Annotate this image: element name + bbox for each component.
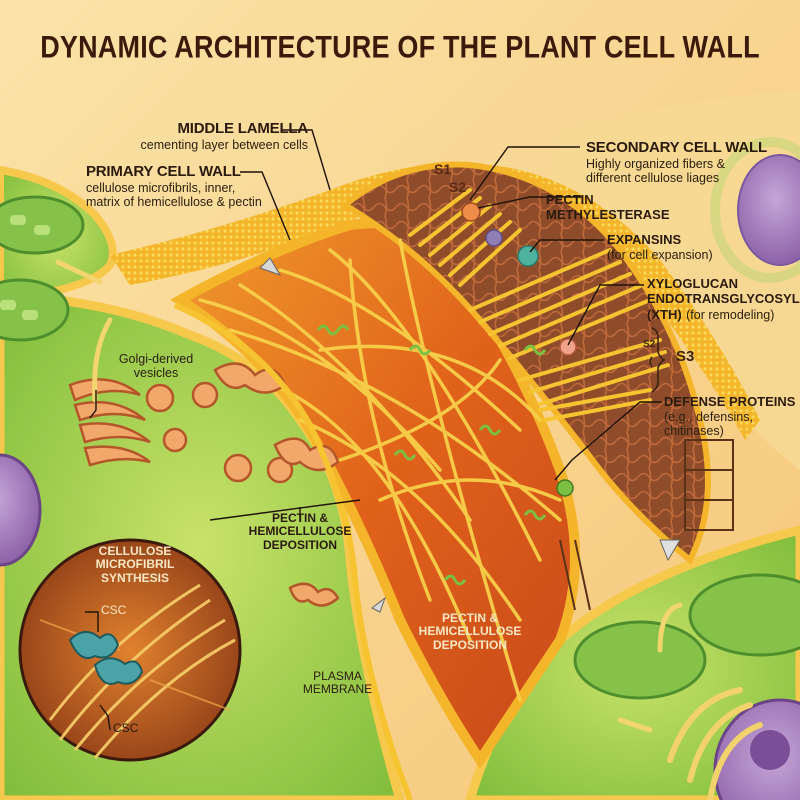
label-s2-top: S2 <box>449 179 467 195</box>
nucleus-left <box>0 453 42 567</box>
scaffold <box>559 439 734 611</box>
golgi-vesicles <box>145 362 340 607</box>
page-title: DYNAMIC ARCHITECTURE OF THE PLANT CELL W… <box>40 29 760 65</box>
deposition-left-line-1: PECTIN & <box>271 511 328 525</box>
label-csc-bottom: CSC <box>113 721 139 735</box>
deposition-center-line-2: HEMICELLULOSE <box>418 624 522 639</box>
plasma-membrane <box>173 302 413 800</box>
expansins-heading: EXPANSINS <box>607 232 682 247</box>
middle-lamella-desc: cementing layer between cells <box>140 137 308 152</box>
hemicellulose-coils <box>316 324 547 586</box>
label-expansins: EXPANSINS (for cell expansion) <box>607 232 713 262</box>
primary-wall-desc-2: matrix of hemicellulose & pectin <box>86 194 262 209</box>
enzymes <box>259 202 681 613</box>
secondary-wall-desc-1: Highly organized fibers & <box>586 156 725 171</box>
secondary-wall-desc-2: different cellulose liages <box>586 170 720 185</box>
label-pectin-methylesterase: PECTIN METHYLESTERASE <box>546 192 670 222</box>
defense-desc-2: chitinases) <box>664 423 724 438</box>
chloroplast-bottom-right <box>573 573 800 700</box>
s3-bracket <box>649 327 666 393</box>
er-membranes-bottom-right <box>667 687 763 800</box>
pme-line-2: METHYLESTERASE <box>546 206 670 222</box>
golgi-apparatus-left <box>68 378 151 467</box>
deposition-left-line-2: HEMICELLULOSE <box>248 524 352 539</box>
label-s2-bracket: S2 <box>643 339 656 350</box>
defense-heading: DEFENSE PROTEINS <box>664 394 796 409</box>
label-s1: S1 <box>434 161 452 177</box>
label-cellulose-synthesis: CELLULOSE MICROFIBRIL SYNTHESIS <box>90 544 180 585</box>
nucleus-top-right <box>710 137 800 283</box>
xth-line-2: ENDOTRANSGLYCOSYLASE <box>647 290 800 306</box>
cellulose-synthesis-line-2: MICROFIBRIL <box>95 557 175 572</box>
defense-desc-1: (e.g., defensins, <box>664 409 753 424</box>
xth-line-1: XYLOGLUCAN <box>647 276 738 291</box>
label-deposition-center: PECTIN & HEMICELLULOSE DEPOSITION <box>410 611 530 652</box>
primary-wall-desc-1: cellulose microfibrils, inner, <box>86 180 236 195</box>
xth-desc: (for remodeling) <box>686 308 775 323</box>
transport-arrows <box>55 259 683 733</box>
cellulose-synthesis-inset <box>18 538 242 762</box>
expansins-desc: (for cell expansion) <box>607 247 713 262</box>
cellulose-synthesis-line-3: SYNTHESIS <box>100 570 169 585</box>
leader-lines <box>85 129 662 731</box>
csc-complex-bottom <box>93 657 144 685</box>
chloroplast-left <box>0 278 70 342</box>
label-csc-top: CSC <box>101 603 127 617</box>
label-middle-lamella: MIDDLE LAMELLA cementing layer between c… <box>141 120 309 152</box>
deposition-center-line-1: PECTIN & <box>441 611 498 625</box>
secondary-wall-heading: SECONDARY CELL WALL <box>586 139 767 156</box>
cellulose-synthesis-line-1: CELLULOSE <box>98 544 172 558</box>
golgi-line-2: vesicles <box>133 366 179 380</box>
golgi-line-1: Golgi-derived <box>118 352 194 366</box>
label-xth: XYLOGLUCAN ENDOTRANSGLYCOSYLASE (XTH) (f… <box>647 276 800 324</box>
primary-wall-heading: PRIMARY CELL WALL <box>86 163 241 180</box>
label-golgi-vesicles: Golgi-derived vesicles <box>108 352 204 380</box>
chloroplast-top-left <box>0 195 85 255</box>
secondary-fiber-layers <box>408 188 670 422</box>
deposition-left-line-3: DEPOSITION <box>262 537 337 552</box>
middle-lamella-heading: MIDDLE LAMELLA <box>177 120 308 137</box>
csc-complex-top <box>68 631 120 659</box>
label-secondary-cell-wall: SECONDARY CELL WALL Highly organized fib… <box>586 139 767 185</box>
label-s3: S3 <box>676 348 695 365</box>
deposition-center-line-3: DEPOSITION <box>432 637 507 652</box>
label-plasma-membrane: PLASMA MEMBRANE <box>300 669 375 697</box>
plasma-membrane-line-1: PLASMA <box>313 669 362 683</box>
label-primary-cell-wall: PRIMARY CELL WALL cellulose microfibrils… <box>86 163 262 209</box>
xth-abbrev: (XTH) <box>647 307 682 323</box>
label-defense-proteins: DEFENSE PROTEINS (e.g., defensins, chiti… <box>664 394 796 438</box>
pme-line-1: PECTIN <box>546 192 594 207</box>
plasma-membrane-line-2: MEMBRANE <box>302 682 373 697</box>
label-deposition-left: PECTIN & HEMICELLULOSE DEPOSITION <box>240 511 360 552</box>
